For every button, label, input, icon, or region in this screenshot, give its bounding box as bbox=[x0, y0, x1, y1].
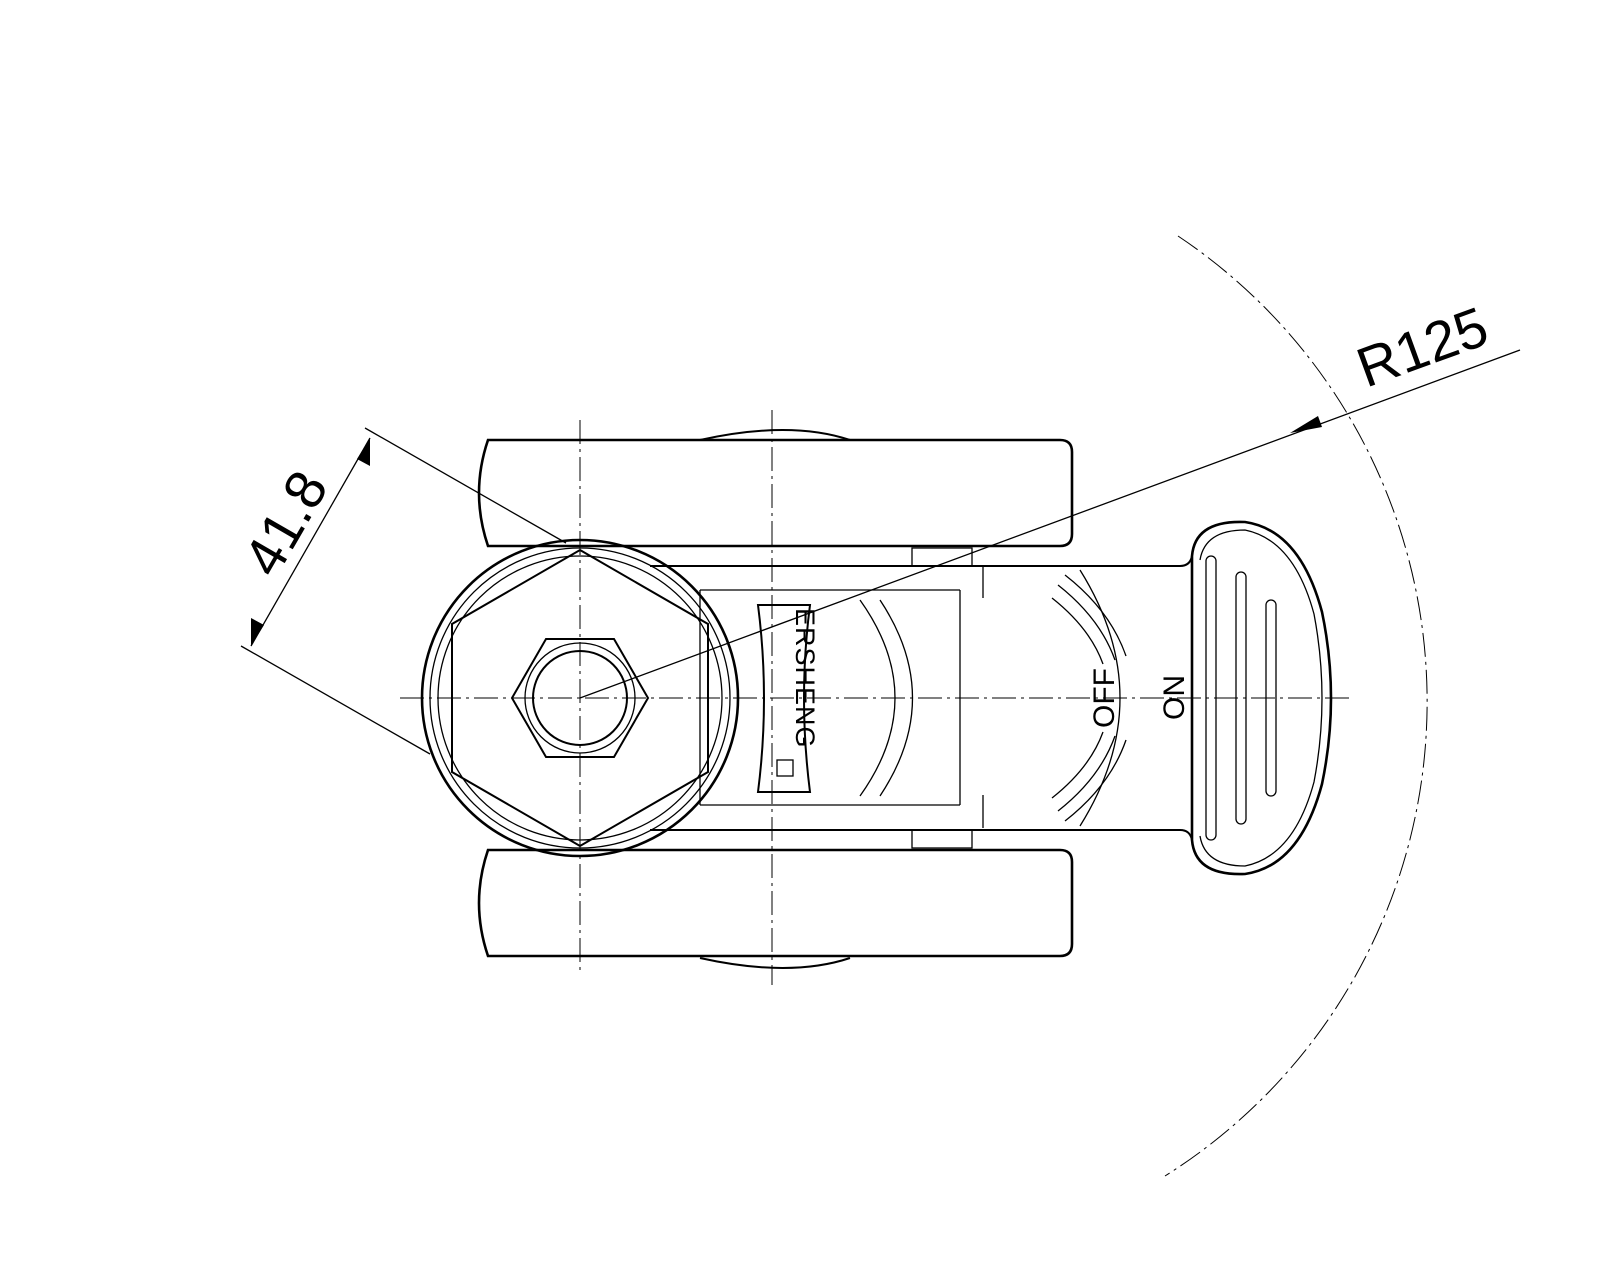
upper-flange bbox=[477, 429, 1074, 548]
on-label: ON bbox=[1158, 675, 1191, 720]
valve-body bbox=[650, 547, 990, 849]
dimension-hex-width-value: 41.8 bbox=[231, 460, 340, 586]
off-label: OFF bbox=[1088, 668, 1121, 728]
inner-hex-fitting bbox=[510, 638, 650, 758]
dimension-swing-radius: R125 bbox=[579, 294, 1521, 699]
brand-plate: ERSHENG bbox=[756, 604, 820, 793]
dimension-swing-radius-value: R125 bbox=[1349, 294, 1496, 399]
union-nut bbox=[420, 538, 740, 858]
lower-flange bbox=[477, 848, 1074, 969]
grip-grooves bbox=[1051, 574, 1127, 822]
handle-swing-arc bbox=[1164, 235, 1428, 1177]
brand-label: ERSHENG bbox=[790, 608, 820, 749]
lever-handle bbox=[1190, 520, 1333, 876]
center-lines bbox=[400, 410, 1350, 985]
